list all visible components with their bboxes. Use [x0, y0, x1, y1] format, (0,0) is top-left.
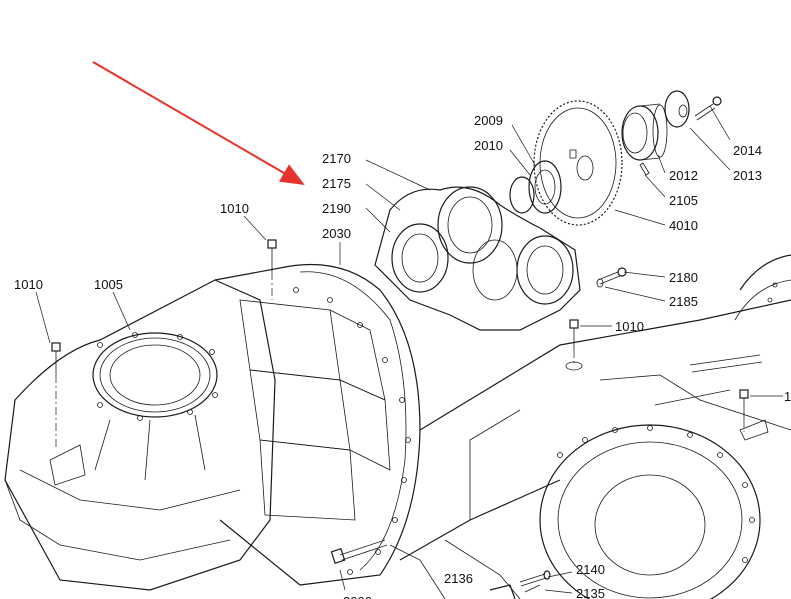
callout-2136: 2136	[444, 571, 473, 586]
callout-2105: 2105	[669, 193, 698, 208]
callout-2140: 2140	[576, 562, 605, 577]
bearing-2010	[509, 160, 562, 214]
callout-2014: 2014	[733, 143, 762, 158]
bolt-1010-c	[565, 319, 583, 371]
callout-2030: 2030	[322, 226, 351, 241]
screw-2180	[596, 267, 627, 288]
callout-2185: 2185	[669, 294, 698, 309]
screw-2140	[519, 570, 551, 587]
callout-2013: 2013	[733, 168, 762, 183]
bolt-2014	[694, 96, 722, 121]
bolt-1010-b	[51, 342, 61, 448]
right-frame	[389, 254, 791, 599]
callout-2180: 2180	[669, 270, 698, 285]
callout-2000-cut: 2000	[343, 594, 372, 599]
bolt-1010-d	[739, 389, 749, 432]
callout-1010-top: 1010	[220, 201, 249, 216]
callout-2190: 2190	[322, 201, 351, 216]
housing-1005	[4, 279, 276, 591]
callout-1010-left: 1010	[14, 277, 43, 292]
callout-2135: 2135	[576, 586, 605, 599]
ring-gear-4010	[533, 100, 623, 226]
leader-lines	[35, 105, 783, 594]
cap-2013	[664, 90, 690, 128]
callout-2010: 2010	[474, 138, 503, 153]
red-pointer-arrow	[92, 61, 305, 186]
callout-4010: 4010	[669, 218, 698, 233]
ring-2012	[621, 103, 668, 161]
bolt-2000	[330, 539, 388, 565]
callout-2175: 2175	[322, 176, 351, 191]
callout-2009: 2009	[474, 113, 503, 128]
callout-1005: 1005	[94, 277, 123, 292]
callout-2170: 2170	[322, 151, 351, 166]
callout-1010-right-cut: 1	[784, 389, 791, 404]
main-housing-2030	[214, 263, 421, 586]
bolt-1010-a	[267, 239, 277, 300]
key-2105	[639, 162, 650, 176]
callout-2012: 2012	[669, 168, 698, 183]
seal-cover-plate	[374, 186, 581, 331]
callout-1010-mid: 1010	[615, 319, 644, 334]
